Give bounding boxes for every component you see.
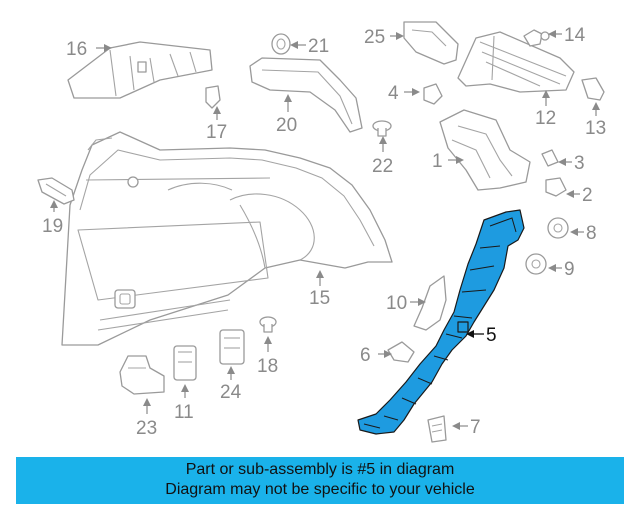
part-20-shelf-trim — [249, 57, 363, 133]
part-21-grommet — [271, 33, 291, 55]
callout-20: 20 — [276, 115, 297, 136]
parts-diagram: 1 2 3 4 5 6 7 8 9 10 11 12 13 14 15 16 1… — [37, 21, 606, 443]
callout-1: 1 — [432, 151, 443, 172]
part-15-quarter-trim-panel — [61, 131, 393, 346]
info-banner: Part or sub-assembly is #5 in diagram Di… — [16, 457, 624, 504]
part-3-clip — [541, 149, 559, 167]
callout-8: 8 — [586, 223, 597, 244]
callout-leaders — [50, 30, 600, 430]
part-10-trim — [413, 275, 447, 331]
callout-14: 14 — [564, 25, 586, 46]
part-23-connector — [119, 355, 165, 395]
part-16-bracket — [67, 41, 213, 99]
callout-2: 2 — [582, 185, 593, 206]
part-24-switch — [219, 329, 245, 365]
part-4-fastener — [423, 83, 443, 105]
part-22-push-pin — [372, 120, 392, 137]
callout-4: 4 — [388, 83, 399, 104]
callout-16: 16 — [66, 39, 87, 60]
callout-18: 18 — [257, 356, 278, 377]
part-8-nut — [547, 217, 569, 239]
part-1-bracket — [439, 109, 531, 191]
callout-numbers: 1 2 3 4 5 6 7 8 9 10 11 12 13 14 15 16 1… — [42, 25, 606, 439]
callout-21: 21 — [308, 36, 329, 57]
callout-3: 3 — [574, 153, 585, 174]
callout-25: 25 — [364, 27, 385, 48]
callout-5: 5 — [486, 325, 497, 346]
part-12-bracket — [457, 31, 575, 93]
part-18-pin — [259, 316, 277, 333]
part-5-pillar-trim-highlighted — [357, 209, 525, 435]
callout-15: 15 — [309, 288, 330, 309]
callout-11: 11 — [174, 402, 194, 423]
part-11-switch — [173, 345, 197, 381]
part-13-clip — [581, 77, 605, 101]
callout-13: 13 — [585, 118, 606, 139]
part-7-retainer — [427, 415, 447, 443]
part-14-screw — [523, 29, 550, 47]
banner-line-part: Part or sub-assembly is #5 in diagram — [185, 461, 455, 478]
callout-9: 9 — [564, 259, 575, 280]
callout-19: 19 — [42, 216, 63, 237]
part-17-clip — [205, 85, 221, 109]
callout-10: 10 — [386, 293, 407, 314]
part-25-cover — [403, 21, 459, 65]
callout-6: 6 — [360, 345, 371, 366]
banner-line-disclaimer: Diagram may not be specific to your vehi… — [165, 481, 475, 498]
callout-12: 12 — [535, 108, 556, 129]
callout-22: 22 — [372, 156, 393, 177]
callout-23: 23 — [136, 418, 157, 439]
callout-17: 17 — [206, 122, 227, 143]
part-2-clip — [545, 177, 567, 197]
part-9-nut — [525, 253, 547, 275]
part-19-handle — [37, 177, 75, 205]
callout-7: 7 — [470, 417, 481, 438]
callout-24: 24 — [220, 382, 242, 403]
part-6-clip — [387, 341, 415, 363]
